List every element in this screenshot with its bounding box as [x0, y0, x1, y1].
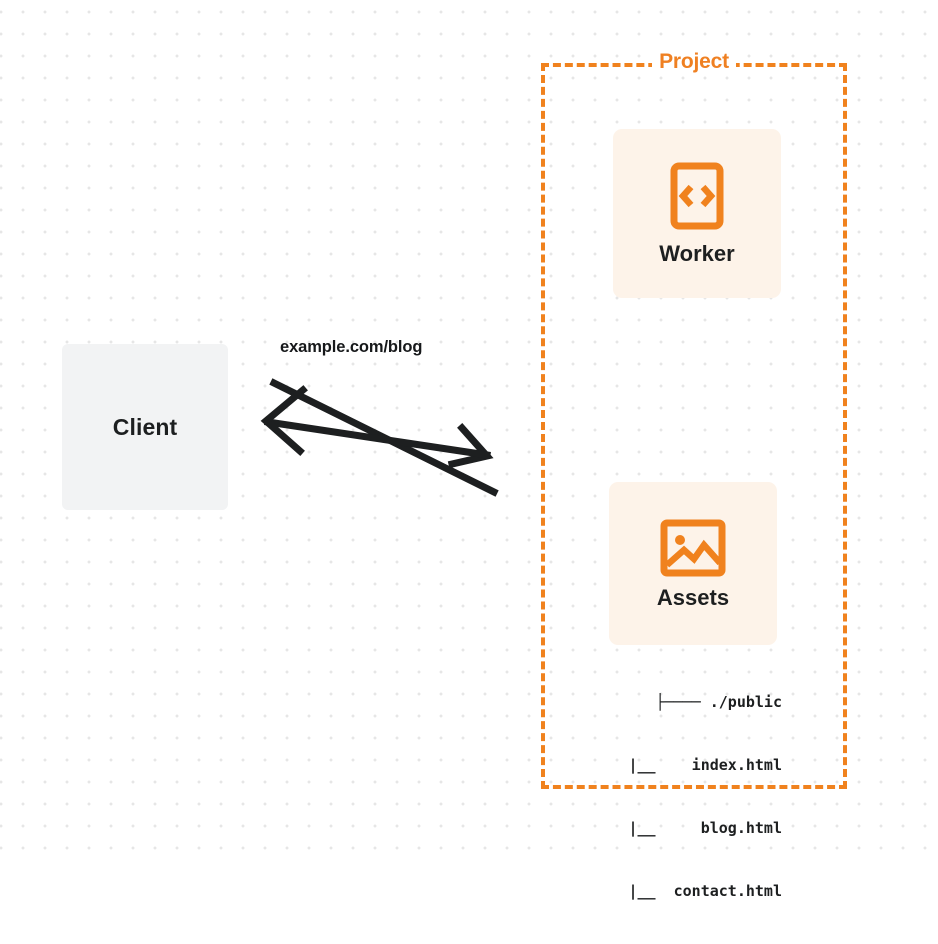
image-icon	[660, 519, 726, 576]
file-tree-line: |__ index.html	[601, 756, 782, 774]
file-tree-line: |__ blog.html	[601, 819, 782, 837]
project-title-text: Project	[652, 50, 736, 73]
connection-label: example.com/blog	[280, 338, 423, 356]
request-arrow	[269, 378, 499, 497]
client-label: Client	[112, 413, 178, 440]
code-brackets-icon	[670, 162, 724, 230]
assets-label: Assets	[656, 584, 730, 610]
asset-file-tree: ├──── ./public |__ index.html |__ blog.h…	[588, 650, 782, 944]
project-title: Project	[541, 50, 847, 74]
worker-label: Worker	[659, 241, 735, 266]
client-node[interactable]: Client	[62, 344, 228, 510]
worker-node[interactable]: Worker	[613, 129, 781, 298]
response-arrow	[260, 385, 491, 459]
assets-node[interactable]: Assets	[609, 482, 777, 645]
file-tree-line: ├──── ./public	[655, 693, 782, 711]
diagram-canvas: Client example.com/blog Project Worker	[0, 0, 938, 900]
file-tree-line: |__ contact.html	[601, 882, 782, 900]
